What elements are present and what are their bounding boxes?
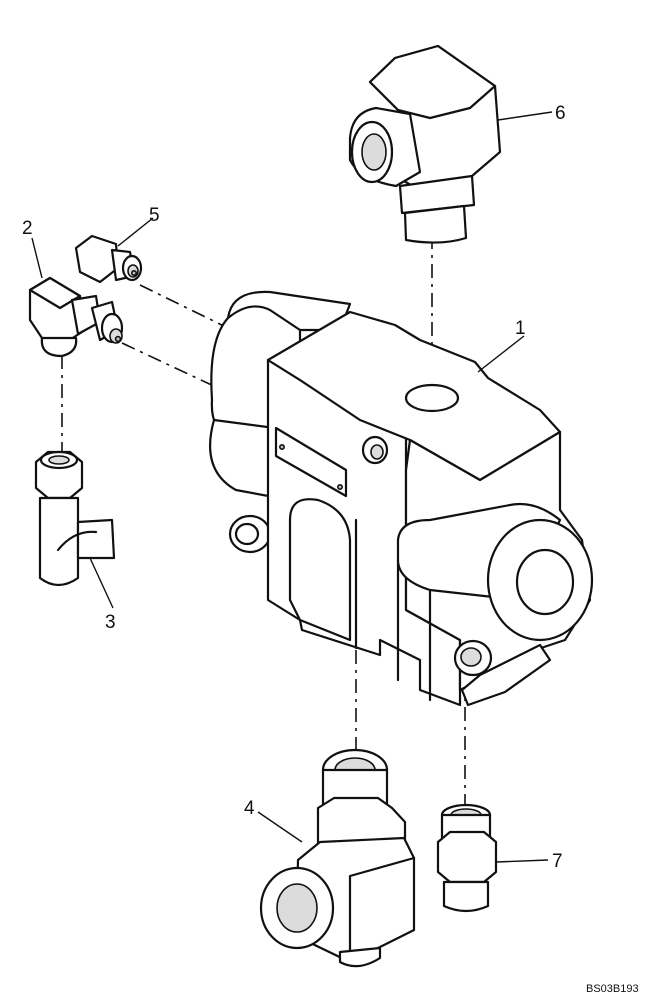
solenoid-connector-part-6 — [348, 44, 502, 244]
drawing-code: BS03B193 — [586, 983, 639, 995]
tee-fitting-part-3 — [34, 450, 116, 587]
straight-fitting-part-5 — [74, 234, 143, 284]
callout-1: 1 — [515, 318, 526, 339]
callout-labels: 1 2 3 4 5 6 7 — [22, 103, 566, 872]
tee-fitting-part-4 — [259, 748, 416, 968]
callout-leaders — [31, 111, 553, 863]
straight-connector-part-7 — [436, 803, 498, 913]
elbow-fitting-part-2 — [28, 276, 124, 358]
callout-5: 5 — [149, 205, 160, 226]
callout-3: 3 — [105, 612, 116, 633]
callout-7: 7 — [552, 851, 563, 872]
callout-6: 6 — [555, 103, 566, 124]
valve-body-part-1 — [209, 290, 594, 707]
callout-2: 2 — [22, 218, 33, 239]
callout-4: 4 — [244, 798, 255, 819]
